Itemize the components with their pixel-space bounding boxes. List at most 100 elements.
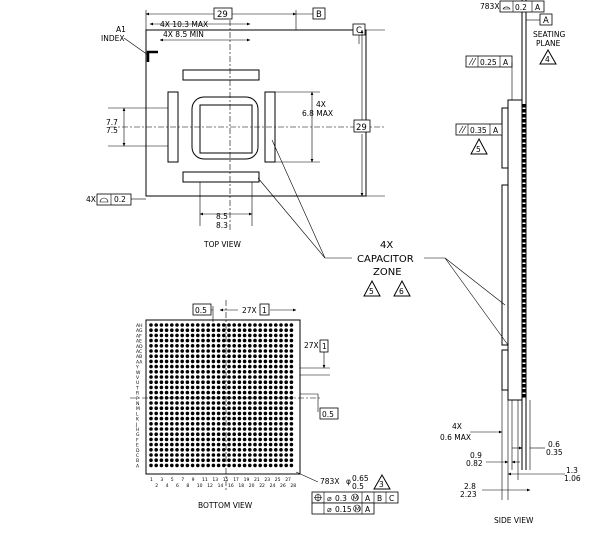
datum-a: A <box>543 16 549 26</box>
solder-ball <box>232 458 236 463</box>
dim-106: 1.06 <box>564 474 581 483</box>
solder-ball <box>180 349 184 353</box>
solder-ball <box>289 328 294 333</box>
solder-ball <box>149 370 153 374</box>
side-ball <box>522 259 526 263</box>
solder-ball <box>263 375 268 379</box>
column-label: 13 <box>212 477 218 483</box>
solder-ball <box>253 411 257 416</box>
solder-ball <box>175 453 179 457</box>
solder-ball <box>284 380 289 385</box>
svg-text:M: M <box>353 494 359 502</box>
solder-ball <box>159 323 164 327</box>
side-ball <box>522 364 526 368</box>
solder-ball <box>149 364 153 369</box>
solder-ball <box>268 422 273 426</box>
solder-ball <box>253 349 257 353</box>
side-ball <box>522 154 526 158</box>
solder-ball <box>196 344 200 348</box>
solder-ball <box>258 349 263 353</box>
solder-ball <box>196 323 200 327</box>
solder-ball <box>185 401 190 405</box>
solder-ball <box>242 396 247 400</box>
solder-ball <box>170 458 174 463</box>
solder-ball <box>279 463 283 468</box>
solder-ball <box>185 385 190 390</box>
solder-ball <box>248 427 252 431</box>
solder-ball <box>190 338 195 343</box>
count-x: 27X <box>242 306 257 315</box>
solder-ball <box>222 354 226 359</box>
side-ball <box>522 304 526 308</box>
solder-ball <box>289 333 294 338</box>
solder-ball <box>284 463 289 468</box>
solder-ball <box>263 458 268 463</box>
solder-ball <box>159 442 164 447</box>
solder-ball <box>180 338 184 343</box>
solder-ball <box>201 453 205 457</box>
solder-ball <box>253 370 257 374</box>
solder-ball <box>175 333 179 338</box>
solder-ball <box>175 458 179 463</box>
solder-ball <box>149 375 153 379</box>
solder-ball <box>237 338 242 343</box>
solder-ball <box>180 406 184 411</box>
solder-ball <box>216 406 221 411</box>
ball-dia-min: 0.5 <box>352 482 364 491</box>
solder-ball <box>185 375 190 379</box>
capacitor-zone-bottom <box>182 171 260 183</box>
dim-06-prefix: 4X <box>452 422 462 431</box>
solder-ball <box>170 463 174 468</box>
solder-ball <box>159 380 164 385</box>
solder-ball <box>242 406 247 411</box>
row-label: H <box>136 427 139 433</box>
solder-ball <box>284 427 289 431</box>
row-label: AD <box>136 344 143 350</box>
solder-ball <box>154 463 158 468</box>
solder-ball <box>248 416 252 421</box>
solder-ball <box>185 380 190 385</box>
solder-ball <box>268 338 273 343</box>
side-balls <box>522 104 526 398</box>
solder-ball <box>289 401 294 405</box>
solder-ball <box>206 448 210 452</box>
capacitor-zone-right <box>264 91 276 163</box>
solder-ball <box>242 375 247 379</box>
column-label: 27 <box>285 477 291 483</box>
solder-ball <box>253 338 257 343</box>
solder-ball <box>149 453 153 457</box>
solder-ball <box>242 359 247 364</box>
solder-ball <box>227 401 231 405</box>
solder-ball <box>289 385 294 390</box>
solder-ball <box>279 406 283 411</box>
solder-ball <box>268 401 273 405</box>
solder-ball <box>242 432 247 437</box>
solder-ball <box>149 323 153 327</box>
solder-ball <box>253 401 257 405</box>
solder-ball <box>289 448 294 452</box>
solder-ball <box>284 416 289 421</box>
solder-ball <box>274 411 278 416</box>
solder-ball <box>211 328 216 333</box>
solder-ball <box>201 442 205 447</box>
solder-ball <box>268 448 273 452</box>
side-ball <box>522 114 526 118</box>
solder-ball <box>216 323 221 327</box>
solder-ball <box>154 328 158 333</box>
solder-ball <box>268 380 273 385</box>
solder-ball <box>248 364 252 369</box>
solder-ball <box>232 344 236 348</box>
solder-ball <box>211 422 216 426</box>
solder-ball <box>274 364 278 369</box>
solder-ball <box>216 422 221 426</box>
solder-ball <box>268 458 273 463</box>
dim-082: 0.82 <box>466 459 483 468</box>
column-label: 28 <box>290 483 296 489</box>
solder-ball <box>154 427 158 431</box>
side-ball <box>522 379 526 383</box>
solder-ball <box>164 354 169 359</box>
solder-ball <box>227 453 231 457</box>
column-label: 7 <box>181 477 184 483</box>
solder-ball <box>279 328 283 333</box>
solder-ball <box>268 416 273 421</box>
